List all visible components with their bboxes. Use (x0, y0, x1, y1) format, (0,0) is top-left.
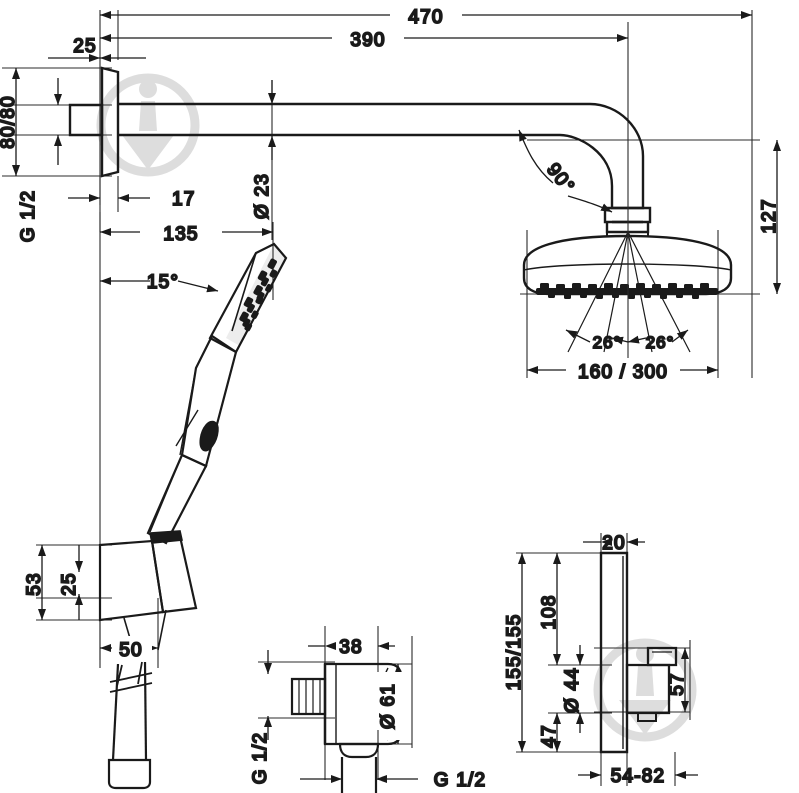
dim-20-label: 20 (602, 533, 626, 554)
dim-470: 470 (100, 3, 752, 29)
hand-shower-head-edge (231, 252, 257, 332)
holder-seat (149, 530, 183, 544)
dim-108: 108 (538, 553, 561, 665)
dim-54-82: 54-82 (578, 765, 698, 788)
hose-end-fitting (107, 758, 152, 790)
dim-dia-23-label: Ø 23 (252, 173, 273, 219)
dim-17-label: 17 (172, 189, 196, 210)
dim-25-label: 25 (73, 36, 97, 57)
dim-53: 53 (23, 545, 46, 620)
dim-g12-outlet-bottom: G 1/2 (300, 769, 486, 792)
dim-26-right-label: 26° (646, 333, 675, 352)
hand-shower-nozzle-face (226, 244, 286, 346)
dim-390: 390 (100, 26, 628, 52)
dim-50: 50 (100, 636, 158, 662)
dim-90deg-label: 90° (542, 159, 578, 197)
select-button (199, 420, 219, 452)
watermark-logo-top (101, 78, 195, 172)
dim-dia-61-label: Ø 61 (378, 683, 399, 729)
wall-inlet-nipple (68, 103, 104, 137)
wall-flange (100, 66, 120, 178)
dim-155-155: 155/155 (503, 553, 526, 752)
dim-dia-44-label: Ø 44 (562, 667, 583, 713)
dim-g12-wall-label: G 1/2 (18, 190, 39, 242)
dim-90deg: 90° (518, 129, 613, 213)
dim-54-82-label: 54-82 (611, 766, 666, 787)
dim-135-label: 135 (163, 224, 198, 245)
dim-80-80-label: 80/80 (0, 95, 19, 149)
dim-470-label: 470 (408, 7, 443, 28)
dim-38: 38 (308, 636, 395, 659)
dim-g12-outlet-left: G 1/2 (249, 650, 272, 785)
thermostat-detail: 20 155/155 108 47 Ø 44 (503, 532, 698, 788)
dim-17: 17 (68, 188, 196, 211)
dim-25: 25 (48, 35, 146, 62)
dim-g12-outlet-bottom-label: G 1/2 (434, 770, 486, 791)
dim-80-80: 80/80 (0, 68, 20, 176)
dim-135: 135 (100, 220, 273, 246)
nozzle-face (536, 283, 718, 299)
hand-shower-handle (146, 453, 208, 545)
dim-26-left-label: 26° (593, 333, 622, 352)
arm-elbow-outer (589, 102, 645, 196)
dim-57: 57 (666, 648, 689, 712)
dim-50-label: 50 (119, 640, 143, 661)
dim-160-300-label: 160 / 300 (578, 362, 668, 383)
dim-25-holder-label: 25 (59, 572, 80, 596)
outlet-bottom-spigot (338, 742, 380, 759)
dim-47-label: 47 (539, 724, 560, 748)
wall-outlet-detail: 38 Ø 61 G 1/2 (249, 626, 486, 793)
dim-160-300: 160 / 300 (527, 358, 718, 384)
overhead-shower-assembly: 470 390 25 80/80 G 1/2 (0, 3, 781, 384)
shower-hose (107, 661, 153, 790)
hand-shower-head-outline (208, 242, 288, 354)
dim-127: 127 (758, 140, 781, 294)
dim-25-holder: 25 (58, 545, 83, 620)
dim-390-label: 390 (350, 30, 385, 51)
outlet-thread-nipple (290, 677, 327, 716)
hand-shower-assembly: 135 15° (23, 212, 288, 790)
dim-108-label: 108 (539, 594, 560, 629)
dim-dia-23: Ø 23 (251, 80, 276, 220)
connector-ring (603, 206, 652, 224)
thermostat-lug (637, 712, 657, 722)
dim-38-label: 38 (339, 637, 363, 658)
dim-127-label: 127 (759, 198, 780, 233)
thermostat-handle (646, 646, 678, 667)
dim-g12-outlet-left-label: G 1/2 (250, 732, 271, 784)
dim-26-right: 26° (611, 329, 689, 353)
thermostat-plate (599, 551, 629, 754)
dim-dia-61: Ø 61 (377, 664, 404, 744)
dim-47: 47 (538, 713, 561, 752)
dim-15deg-label: 15° (147, 272, 179, 293)
spray-cone-lines (567, 231, 691, 353)
dim-20: 20 (583, 532, 645, 555)
dim-15deg: 15° (100, 271, 219, 294)
dim-26-left: 26° (565, 329, 622, 353)
dim-155-155-label: 155/155 (504, 613, 525, 690)
arm-elbow-inner (559, 133, 614, 196)
holder-cradle (150, 530, 198, 614)
dim-57-label: 57 (667, 672, 688, 696)
dim-dia-44: Ø 44 (561, 645, 584, 733)
dim-53-label: 53 (24, 572, 45, 596)
